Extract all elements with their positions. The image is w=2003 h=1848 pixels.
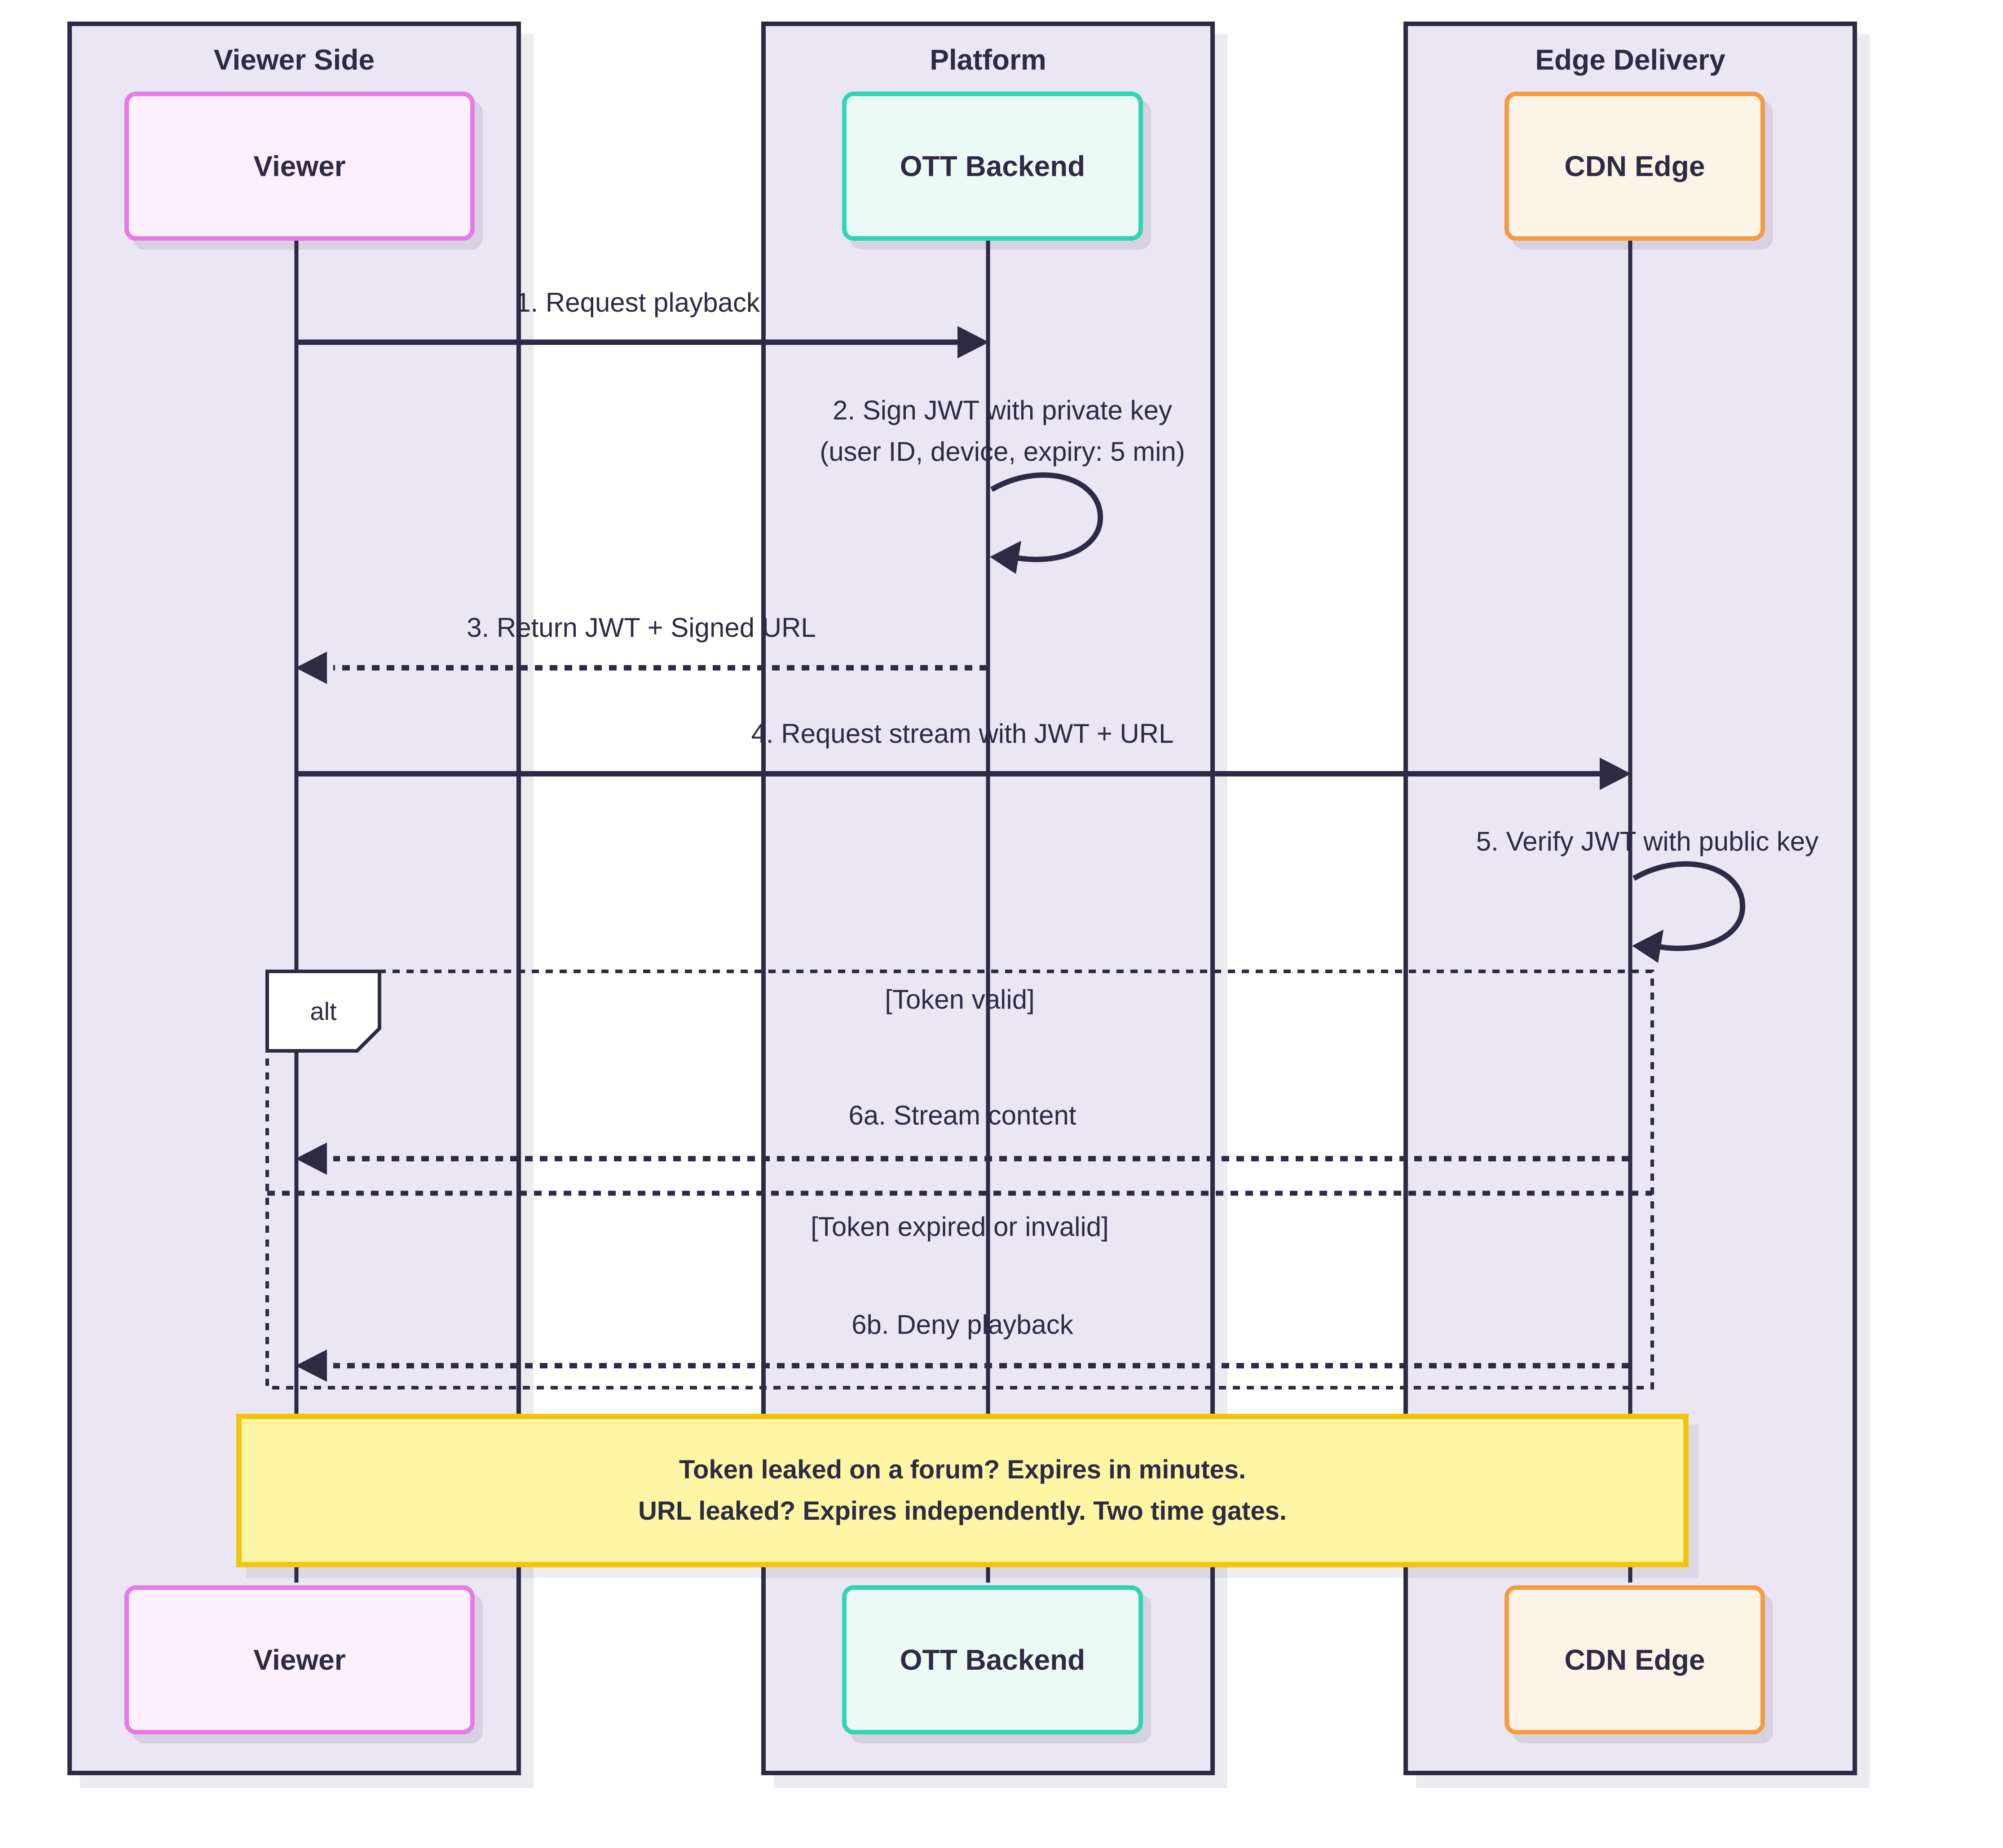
note-line1: Token leaked on a forum? Expires in minu… [679,1455,1246,1484]
arrow-2-selfloop-ott [990,475,1100,574]
message-6a-label: 6a. Stream content [848,1100,1077,1130]
alt-label-box [265,970,381,1053]
actor-cdn-edge-bottom-label: CDN Edge [1564,1644,1705,1676]
actor-viewer-top: Viewer [124,92,475,241]
note-box: Token leaked on a forum? Expires in minu… [236,1414,1689,1567]
message-2-label: 2. Sign JWT with private key (user ID, d… [820,390,1185,472]
arrow-3-head [296,652,327,684]
actor-ott-backend-top: OTT Backend [842,92,1143,241]
alt-guard-valid: [Token valid] [885,984,1035,1014]
message-3-label: 3. Return JWT + Signed URL [467,613,816,643]
alt-label: alt [310,997,337,1025]
alt-guard-invalid: [Token expired or invalid] [811,1212,1109,1242]
arrow-5-selfloop-cdn [1632,864,1743,963]
arrow-6a-head [296,1142,327,1175]
group-label-viewer-side: Viewer Side [213,44,375,76]
group-label-platform: Platform [930,44,1046,76]
actor-cdn-edge-top: CDN Edge [1504,92,1765,241]
actor-ott-backend-bottom-label: OTT Backend [900,1644,1085,1676]
actor-viewer-top-label: Viewer [253,150,346,182]
actor-cdn-edge-bottom: CDN Edge [1504,1585,1765,1734]
message-2-line1: 2. Sign JWT with private key [833,395,1172,425]
message-6b-label: 6b. Deny playback [851,1310,1073,1340]
message-4-label: 4. Request stream with JWT + URL [751,719,1174,749]
message-2-line2: (user ID, device, expiry: 5 min) [820,437,1185,467]
note-line2: URL leaked? Expires independently. Two t… [638,1496,1287,1526]
actor-ott-backend-bottom: OTT Backend [842,1585,1143,1734]
actor-viewer-bottom-label: Viewer [253,1644,346,1676]
group-label-edge-delivery: Edge Delivery [1535,44,1725,76]
actor-cdn-edge-top-label: CDN Edge [1564,150,1705,182]
arrow-6b-head [296,1350,327,1382]
actor-viewer-bottom: Viewer [124,1585,475,1734]
actor-ott-backend-top-label: OTT Backend [900,150,1085,182]
message-5-label: 5. Verify JWT with public key [1476,826,1819,856]
alt-frame [265,970,1654,1389]
message-1-label: 1. Request playback [516,287,760,318]
arrow-4-head [1600,758,1631,790]
arrow-1-head [957,326,989,358]
